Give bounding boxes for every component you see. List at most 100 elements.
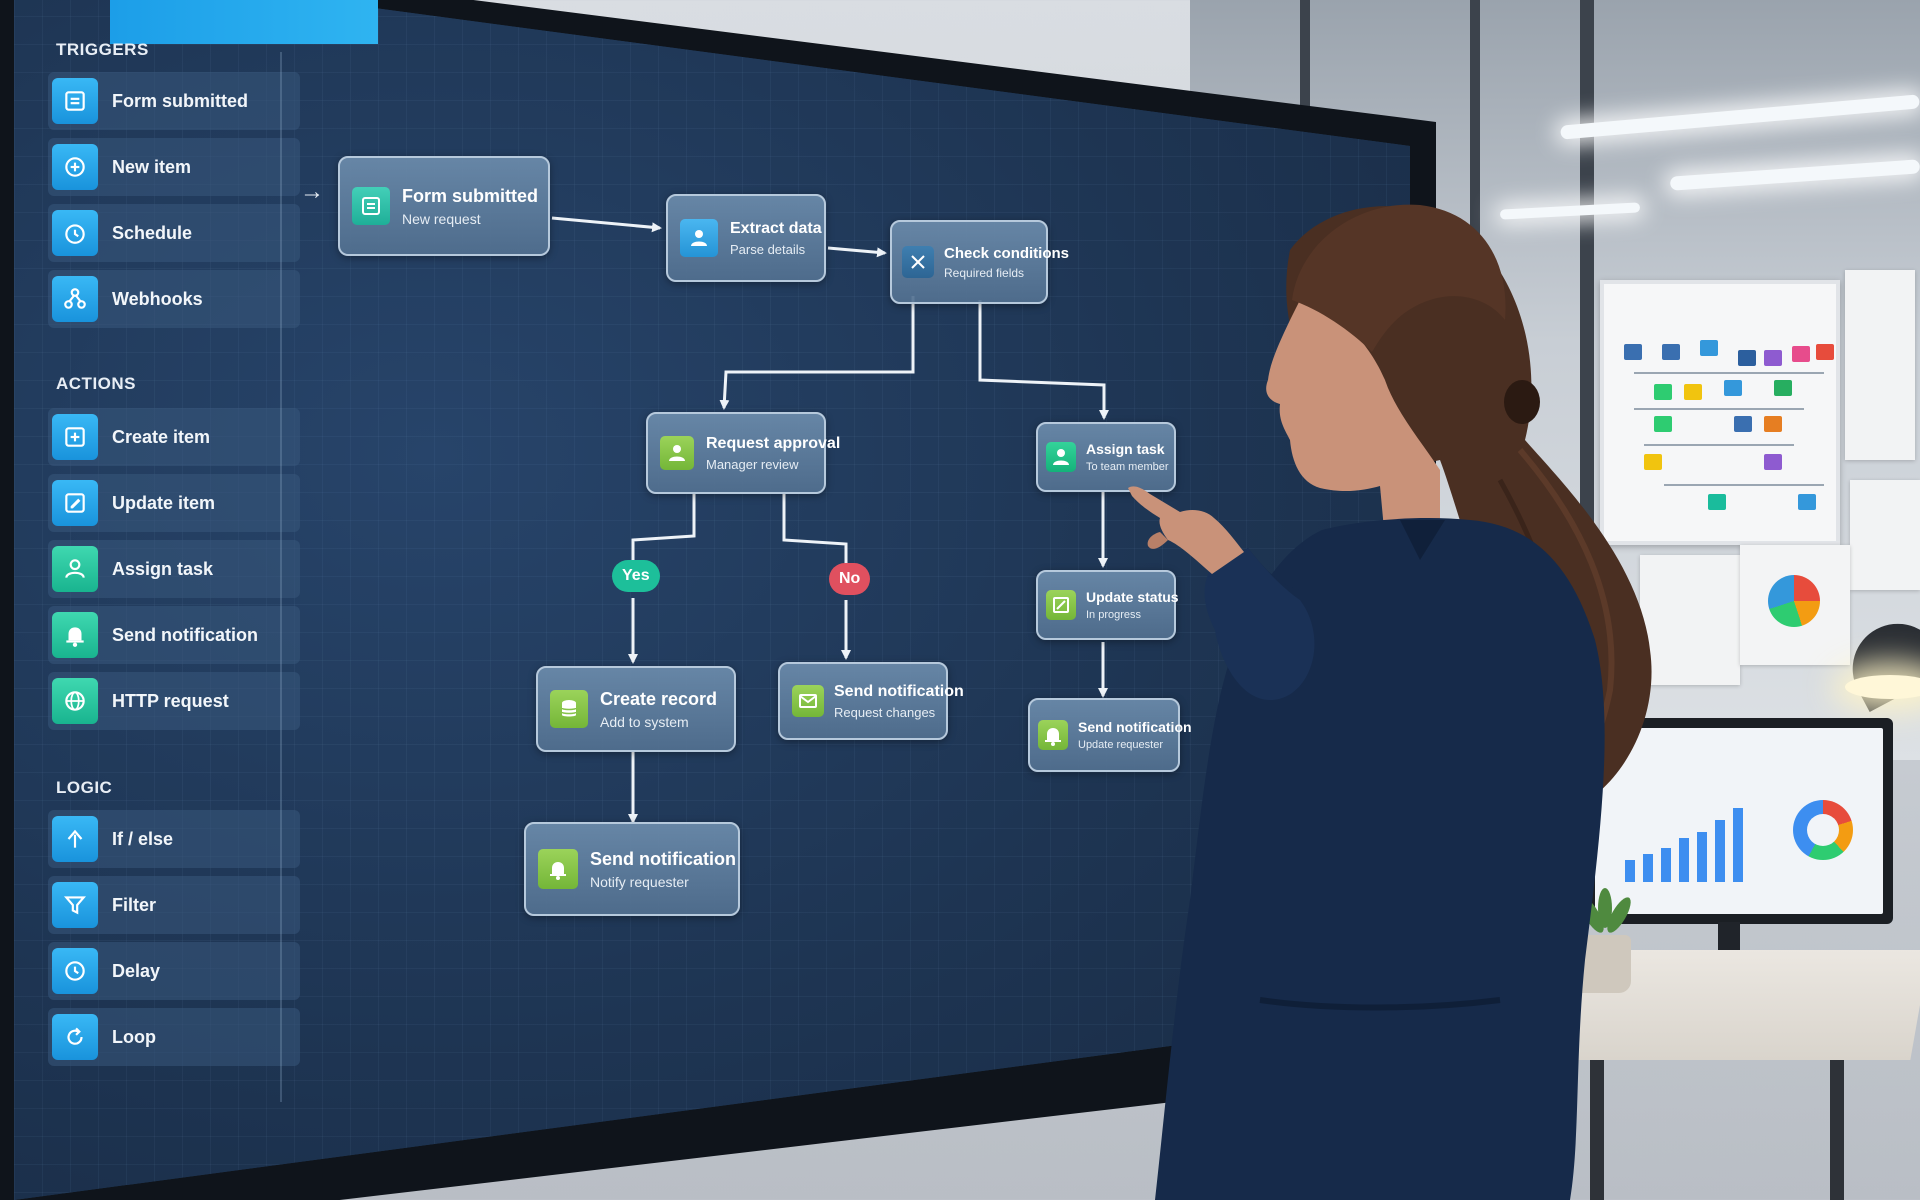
flow-node-check-conditions[interactable]: Check conditions Required fields: [890, 220, 1069, 304]
node-title: Form submitted: [402, 185, 539, 206]
palette-item-label: If / else: [112, 828, 174, 849]
node-title: Request approval: [706, 434, 841, 452]
node-subtitle: Add to system: [600, 713, 689, 730]
form-icon: [352, 187, 390, 225]
palette-item-webhooks[interactable]: Webhooks: [48, 270, 300, 328]
wall-flowchart-poster: [1600, 280, 1840, 545]
node-title: Update status: [1086, 589, 1179, 605]
flow-entry-arrow-icon: →: [300, 178, 324, 205]
palette-item-label: Update item: [112, 492, 216, 513]
clock-icon: [52, 210, 98, 256]
create-icon: [52, 414, 98, 460]
node-subtitle: Request changes: [834, 704, 936, 720]
window-mullion: [1470, 0, 1480, 700]
bell-icon: [52, 612, 98, 658]
node-title: Check conditions: [944, 244, 1070, 262]
node-subtitle: In progress: [1086, 609, 1142, 621]
palette-item-assign-task[interactable]: Assign task: [48, 540, 300, 598]
palette-item-new-item[interactable]: New item: [48, 138, 300, 196]
section-title-actions: ACTIONS: [56, 374, 136, 393]
sidebar-divider: [280, 52, 282, 1102]
node-subtitle: Required fields: [944, 265, 1025, 280]
office-desk: [1490, 950, 1920, 1060]
flow-node-update-status[interactable]: Update status In progress: [1036, 570, 1179, 640]
top-accent-bar: [110, 0, 378, 44]
palette-item-http-request[interactable]: HTTP request: [48, 672, 300, 730]
palette-item-loop[interactable]: Loop: [48, 1008, 300, 1066]
mail-icon: [792, 685, 824, 717]
flow-node-extract-data[interactable]: Extract data Parse details: [666, 194, 826, 282]
desk-leg: [1830, 1060, 1844, 1200]
flow-node-send-notification-bottom[interactable]: Send notification Notify requester: [524, 822, 740, 916]
node-subtitle: To team member: [1086, 461, 1169, 473]
database-icon: [550, 690, 588, 728]
window-mullion: [1580, 0, 1594, 700]
node-title: Send notification: [834, 682, 964, 700]
palette-item-update-item[interactable]: Update item: [48, 474, 300, 532]
status-icon: [1046, 590, 1076, 620]
flow-node-send-notification-right[interactable]: Send notification Update requester: [1028, 698, 1192, 772]
palette-item-label: Create item: [112, 426, 211, 447]
bell-icon: [538, 849, 578, 889]
user-icon: [52, 546, 98, 592]
node-title: Send notification: [590, 848, 736, 869]
user-icon: [680, 219, 718, 257]
webhook-icon: [52, 276, 98, 322]
palette-item-label: Delay: [112, 960, 161, 981]
user-icon: [660, 436, 694, 470]
wall-paper: [1640, 555, 1740, 685]
loop-icon: [52, 1014, 98, 1060]
palette-item-create-item[interactable]: Create item: [48, 408, 300, 466]
palette-item-label: Webhooks: [112, 288, 203, 309]
palette-item-if-else[interactable]: If / else: [48, 810, 300, 868]
user-icon: [1046, 442, 1076, 472]
palette-item-label: Loop: [112, 1026, 156, 1047]
shuffle-icon: [902, 246, 934, 278]
branch-yes-badge: Yes: [612, 560, 660, 592]
desk-leg: [1590, 1060, 1604, 1200]
node-title: Send notification: [1078, 719, 1192, 735]
palette-item-label: Send notification: [112, 624, 258, 645]
section-title-logic: LOGIC: [56, 778, 113, 797]
palette-item-label: Schedule: [112, 222, 193, 243]
palette-item-send-notification[interactable]: Send notification: [48, 606, 300, 664]
flow-node-request-approval[interactable]: Request approval Manager review: [646, 412, 840, 494]
plant-pot: [1567, 935, 1631, 993]
node-subtitle: Update requester: [1078, 739, 1163, 751]
update-icon: [52, 480, 98, 526]
bell-icon: [1038, 720, 1068, 750]
node-subtitle: Notify requester: [590, 873, 689, 890]
node-subtitle: New request: [402, 210, 481, 227]
palette-item-filter[interactable]: Filter: [48, 876, 300, 934]
desk-monitor: [1585, 718, 1893, 924]
palette-item-label: New item: [112, 156, 192, 177]
node-subtitle: Manager review: [706, 456, 799, 472]
wall-pie-chart-paper: [1740, 545, 1850, 665]
flow-node-form-submitted[interactable]: Form submitted New request: [338, 156, 550, 256]
flow-node-assign-task[interactable]: Assign task To team member: [1036, 422, 1176, 492]
form-icon: [52, 78, 98, 124]
palette-item-label: Assign task: [112, 558, 214, 579]
branch-no-badge: No: [829, 563, 871, 595]
new-item-icon: [52, 144, 98, 190]
node-title: Create record: [600, 688, 718, 709]
branch-icon: [52, 816, 98, 862]
section-title-triggers: TRIGGERS: [56, 40, 149, 59]
node-palette-sidebar: TRIGGERS Form submitted New item Schedul…: [40, 0, 300, 1200]
lamp-glow: [1845, 675, 1920, 699]
node-subtitle: Parse details: [730, 241, 806, 257]
palette-item-label: Form submitted: [112, 90, 249, 111]
palette-item-label: Filter: [112, 894, 157, 915]
flow-node-send-notification-changes[interactable]: Send notification Request changes: [778, 662, 964, 740]
wall-paper: [1850, 480, 1920, 590]
palette-item-label: HTTP request: [112, 690, 229, 711]
palette-item-form-submitted[interactable]: Form submitted: [48, 72, 300, 130]
palette-item-schedule[interactable]: Schedule: [48, 204, 300, 262]
filter-icon: [52, 882, 98, 928]
flow-node-create-record[interactable]: Create record Add to system: [536, 666, 736, 752]
palette-item-delay[interactable]: Delay: [48, 942, 300, 1000]
node-title: Extract data: [730, 219, 822, 237]
globe-icon: [52, 678, 98, 724]
clock-icon: [52, 948, 98, 994]
node-title: Assign task: [1086, 441, 1165, 457]
